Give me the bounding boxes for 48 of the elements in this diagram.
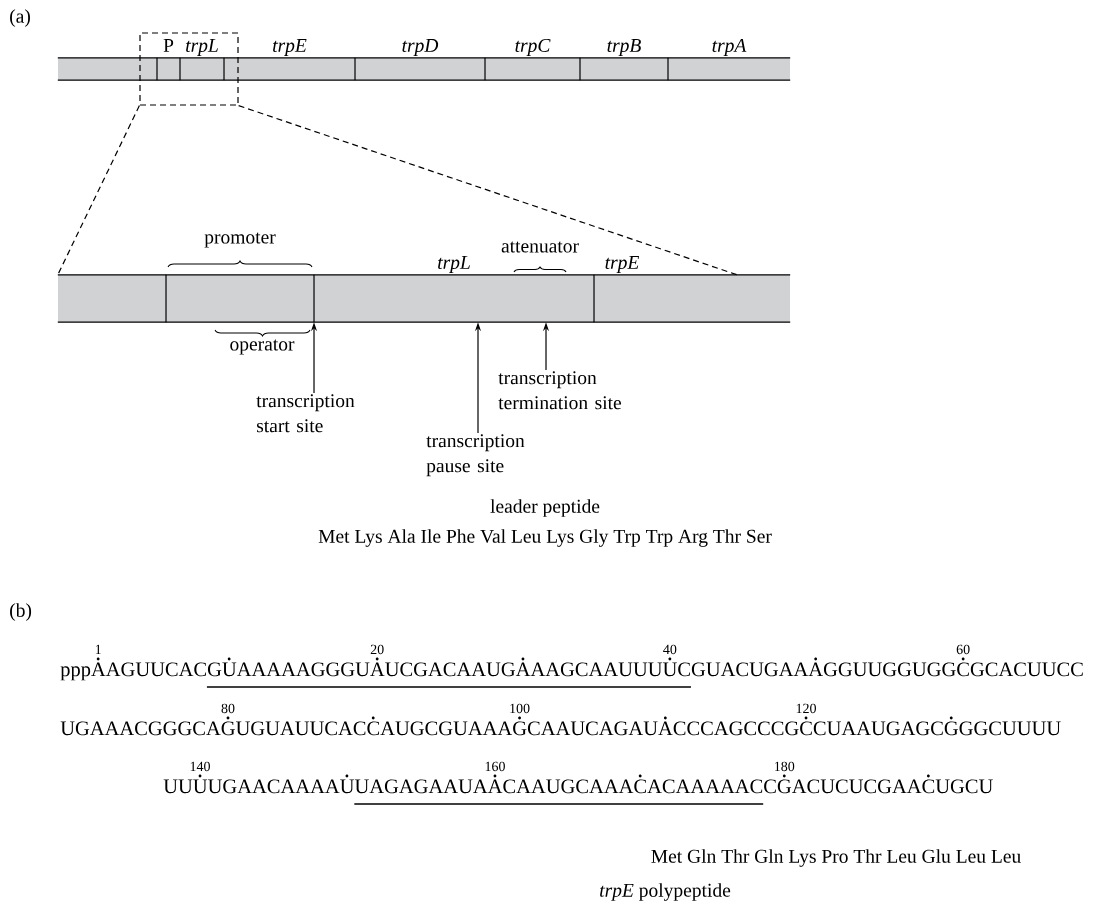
- node-label: trpA: [712, 38, 747, 56]
- node-label: trpL: [438, 256, 470, 273]
- site-label: transcription start site: [256, 394, 355, 433]
- peptide-label: leader peptide: [490, 499, 600, 517]
- dna-segment: [57, 274, 167, 323]
- zoom-box: [139, 32, 239, 106]
- position-number: 1: [95, 644, 101, 654]
- site-label: transcription pause site: [426, 434, 525, 477]
- panel-label: (b): [10, 603, 32, 621]
- gene-segment: P: [156, 39, 181, 81]
- site-label: transcription termination site: [498, 371, 621, 410]
- node-label: trpL: [186, 39, 218, 56]
- node-label: trpB: [607, 39, 641, 56]
- amino-acid-sequence: Met Gln Thr Gln Lys Pro Thr Leu Glu Leu Leu: [651, 849, 1021, 867]
- zoom-line: [57, 105, 140, 276]
- gene-segment: trpD: [354, 39, 486, 81]
- gene-segment: trpL: [179, 39, 225, 81]
- node-label: trpE: [605, 256, 640, 273]
- node-label: trpD: [402, 39, 439, 56]
- gene-segment: trpE: [223, 39, 356, 81]
- position-number: 40: [663, 644, 677, 655]
- position-number: 160: [485, 761, 505, 772]
- position-number: 140: [190, 761, 210, 772]
- position-number: 80: [221, 703, 235, 714]
- gene-segment: trpE: [593, 256, 791, 323]
- dna-segment: [165, 274, 315, 323]
- position-number: 120: [796, 703, 816, 714]
- region-label: operator: [230, 339, 295, 355]
- region-label: attenuator: [501, 241, 579, 253]
- gene-segment: trpL: [313, 256, 595, 323]
- position-number: 100: [510, 703, 530, 714]
- node-label: trpE: [273, 39, 307, 56]
- position-number: 180: [775, 761, 795, 772]
- peptide-label: trpE polypeptide: [600, 883, 731, 901]
- position-number: 60: [956, 644, 970, 655]
- zoom-line: [238, 105, 738, 276]
- nucleotide-sequence: pppAAGUUCACGUAAAAAGGGUAUCGACAAUGAAAGCAAUUUUCGUACUGAAAGGUUGGUGGCGCACUUCC: [60, 662, 1083, 681]
- position-number: 20: [370, 644, 384, 655]
- amino-acid-sequence: Met Lys Ala Ile Phe Val Leu Lys Gly Trp Trp Arg Thr Ser: [318, 529, 772, 547]
- region-label: promoter: [204, 232, 276, 248]
- node-label: trpC: [515, 38, 551, 56]
- gene-segment: trpB: [579, 39, 669, 81]
- gene-segment: trpA: [667, 38, 791, 81]
- node-label: P: [163, 39, 174, 52]
- panel-label: (a): [10, 9, 30, 27]
- gene-segment: trpC: [484, 38, 581, 81]
- nucleotide-sequence: UGAAACGGGCAGUGUAUUCACCAUGCGUAAAGCAAUCAGAUACCCAGCCCGCCUAAUGAGCGGGCUUUU: [60, 721, 1061, 736]
- nucleotide-sequence: UUUUGAACAAAAUUAGAGAAUAACAAUGCAAACACAAAAACCGACUCUCGAACUGCU: [163, 779, 993, 794]
